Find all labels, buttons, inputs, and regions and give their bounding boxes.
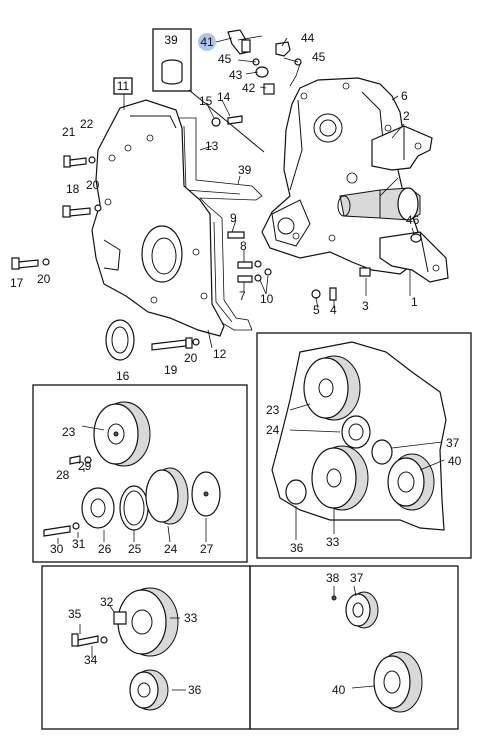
panel-gear-detail-left [32, 384, 248, 563]
callout-38: 38 [326, 571, 340, 585]
bolt-14 [227, 115, 243, 125]
callout-5: 5 [313, 303, 320, 317]
callout-4: 4 [330, 303, 337, 317]
seal-ring-46 [410, 233, 422, 243]
callout-8: 8 [240, 239, 247, 253]
idler-gear-group [331, 585, 423, 713]
callout-39: 39 [164, 33, 178, 47]
bolt-19 [151, 339, 187, 351]
leader-lines-top [123, 35, 415, 349]
callout-9: 9 [230, 211, 237, 225]
part-11-box [113, 77, 133, 95]
callout-33: 33 [326, 535, 340, 549]
bolt-8 [237, 261, 253, 269]
callout-20: 20 [184, 351, 198, 365]
callout-46: 46 [406, 213, 420, 227]
callout-35: 35 [68, 607, 82, 621]
callout-33: 33 [184, 611, 198, 625]
callout-36: 36 [188, 683, 202, 697]
callout-26: 26 [98, 542, 112, 556]
sensor-assembly [227, 29, 302, 95]
callout-45: 45 [312, 50, 326, 64]
callout-14: 14 [217, 90, 231, 104]
crank-seal [105, 319, 135, 361]
mounting-bracket [371, 125, 433, 171]
crank-gear-group [71, 587, 186, 711]
callout-20: 20 [86, 178, 100, 192]
dowel-pin [359, 267, 371, 277]
callout-13: 13 [205, 139, 219, 153]
callout-22: 22 [80, 117, 94, 131]
callout-1: 1 [411, 295, 418, 309]
timing-cover [91, 99, 225, 337]
callout-24: 24 [164, 542, 178, 556]
bolt-18 [69, 207, 91, 217]
engine-foot [379, 231, 449, 283]
callout-37: 37 [446, 436, 460, 450]
part-39-box [152, 28, 192, 92]
callout-16: 16 [116, 369, 130, 383]
callout-41-highlight [198, 33, 216, 51]
callout-21: 21 [62, 125, 76, 139]
callout-17: 17 [10, 276, 24, 290]
callout-32: 32 [100, 595, 114, 609]
callout-18: 18 [66, 182, 80, 196]
bolt-17 [17, 259, 39, 269]
callout-7: 7 [239, 289, 246, 303]
callout-45: 45 [218, 52, 232, 66]
callout-40: 40 [448, 454, 462, 468]
washer-10 [264, 268, 272, 276]
callout-23: 23 [62, 425, 76, 439]
callout-6: 6 [401, 89, 408, 103]
callout-30: 30 [50, 542, 64, 556]
callout-28: 28 [56, 468, 70, 482]
callout-10: 10 [260, 292, 274, 306]
callout-19: 19 [164, 363, 178, 377]
camshaft-gear-group [43, 401, 221, 544]
callout-37: 37 [350, 571, 364, 585]
callout-11: 11 [117, 79, 130, 93]
callout-29: 29 [78, 459, 92, 473]
callout-43: 43 [229, 68, 243, 82]
callout-20: 20 [37, 272, 51, 286]
callout-42: 42 [242, 81, 256, 95]
callout-25: 25 [128, 542, 142, 556]
callout-15: 15 [199, 94, 213, 108]
timing-case-housing [261, 77, 421, 275]
bolt-4 [329, 287, 337, 301]
panel-idler-gear-detail [249, 565, 459, 730]
callout-2: 2 [403, 109, 410, 123]
callout-44: 44 [301, 31, 315, 45]
callout-23: 23 [266, 403, 280, 417]
callout-31: 31 [72, 537, 86, 551]
callout-labels: 39 41 44 45 45 43 42 11 6 15 14 2 21 22 … [10, 31, 462, 697]
callout-36: 36 [290, 541, 304, 555]
bolt-7 [237, 275, 253, 283]
panel-gear-train-assembled [256, 332, 472, 559]
timing-case-assembly [11, 29, 449, 361]
callout-34: 34 [84, 653, 98, 667]
callout-27: 27 [200, 542, 214, 556]
callout-12: 12 [213, 347, 227, 361]
callout-3: 3 [362, 299, 369, 313]
bolt-21 [69, 157, 87, 167]
gear-train-assembled [271, 341, 447, 540]
callout-24: 24 [266, 423, 280, 437]
callout-40: 40 [332, 683, 346, 697]
callout-39: 39 [238, 163, 252, 177]
washer-15 [211, 117, 221, 127]
bolt-9 [227, 231, 245, 239]
callout-41: 41 [200, 35, 214, 49]
